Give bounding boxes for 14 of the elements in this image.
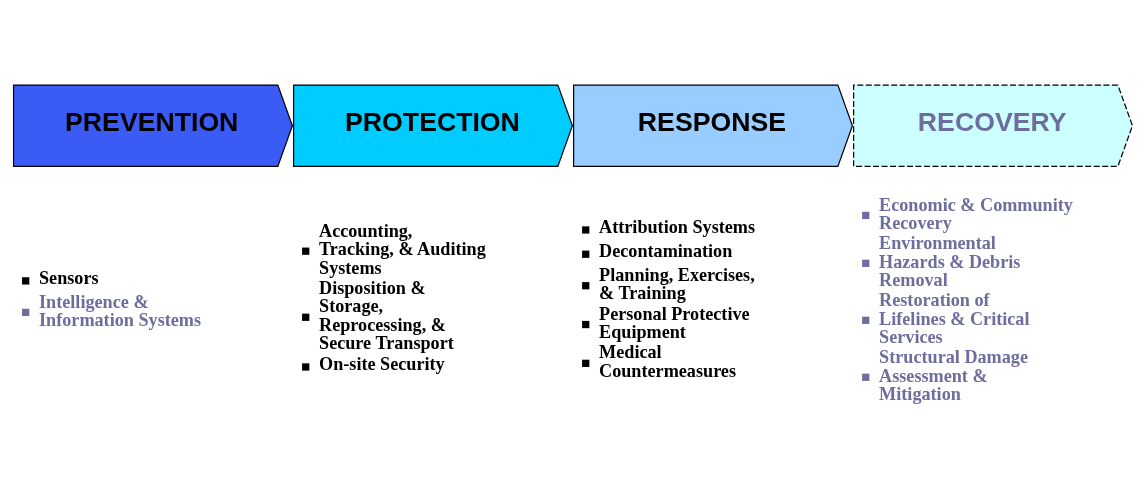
node-label: Structural Damage Assessment & Mitigation (879, 346, 1028, 404)
node-label: On-site Security (319, 353, 445, 374)
node-label: Environmental Hazards & Debris Removal (879, 232, 1021, 290)
node-label: Restoration of Lifelines & Critical Services (879, 289, 1030, 347)
node-label: Sensors (39, 267, 99, 288)
node-label: Disposition & Storage, Reprocessing, & Secure Transport (319, 277, 454, 353)
node-label: Intelligence & Information Systems (39, 291, 202, 330)
node-label: Personal Protective Equipment (599, 303, 750, 342)
node-label: Planning, Exercises, & Training (599, 264, 755, 303)
node-label: Attribution Systems (599, 216, 756, 237)
node-label: Decontamination (599, 240, 733, 261)
node-label: Economic & Community Recovery (879, 194, 1073, 233)
node-label: Medical Countermeasures (599, 341, 737, 381)
node-label: Accounting, Tracking, & Auditing Systems (319, 220, 486, 278)
